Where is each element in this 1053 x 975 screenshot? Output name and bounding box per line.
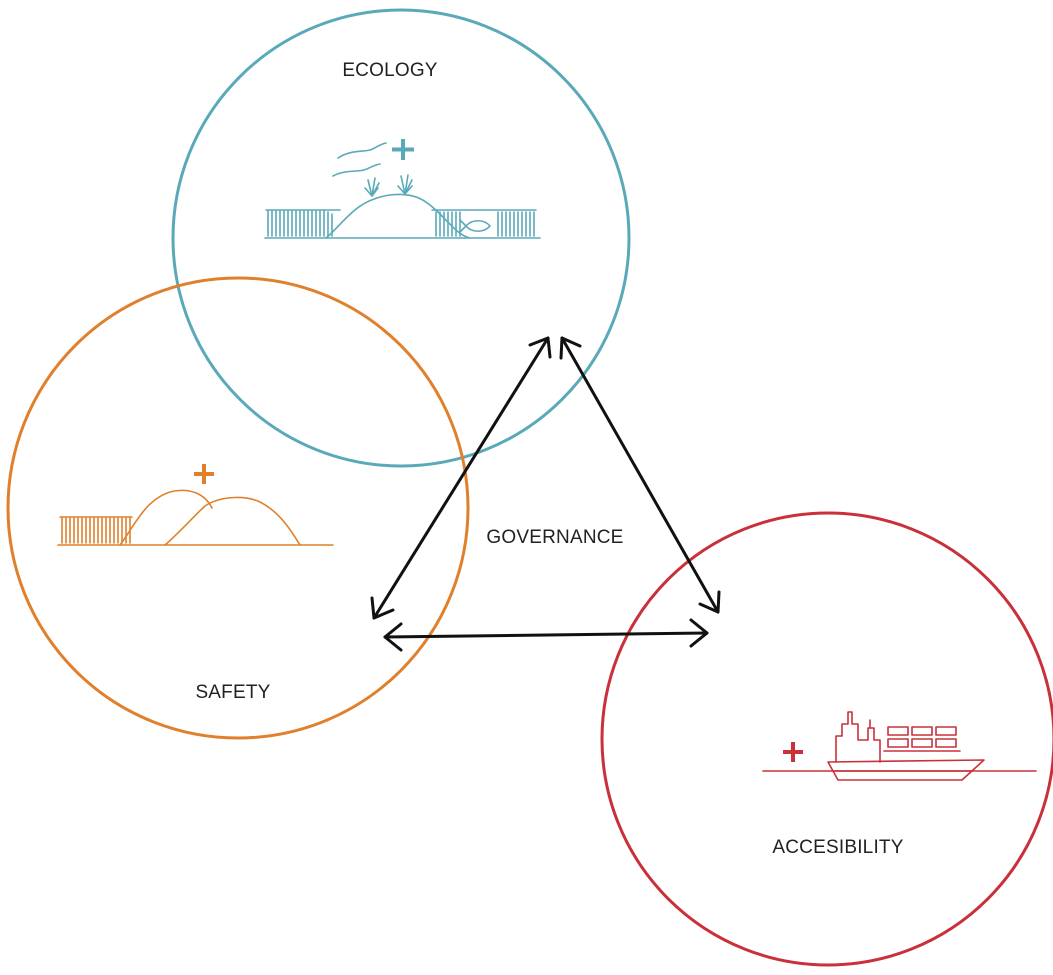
container-ship-icon [762,711,1037,781]
plus-icon [194,464,214,484]
ecology-label: ECOLOGY [342,60,437,81]
double-headed-arrow-icon [383,618,709,652]
accessibility-circle [600,511,1053,967]
safety-label: SAFETY [195,682,270,703]
double-headed-arrow-icon [370,336,552,620]
ecology-circle [171,8,631,468]
double-headed-arrow-icon [559,336,721,614]
accessibility-label: ACCESIBILITY [772,837,903,858]
governance-label: GOVERNANCE [486,527,623,548]
dune-with-birds-and-fish-icon [264,142,541,239]
plus-icon [783,742,803,762]
double-dune-icon [57,489,334,546]
safety-circle [6,276,470,740]
plus-icon [392,139,414,160]
